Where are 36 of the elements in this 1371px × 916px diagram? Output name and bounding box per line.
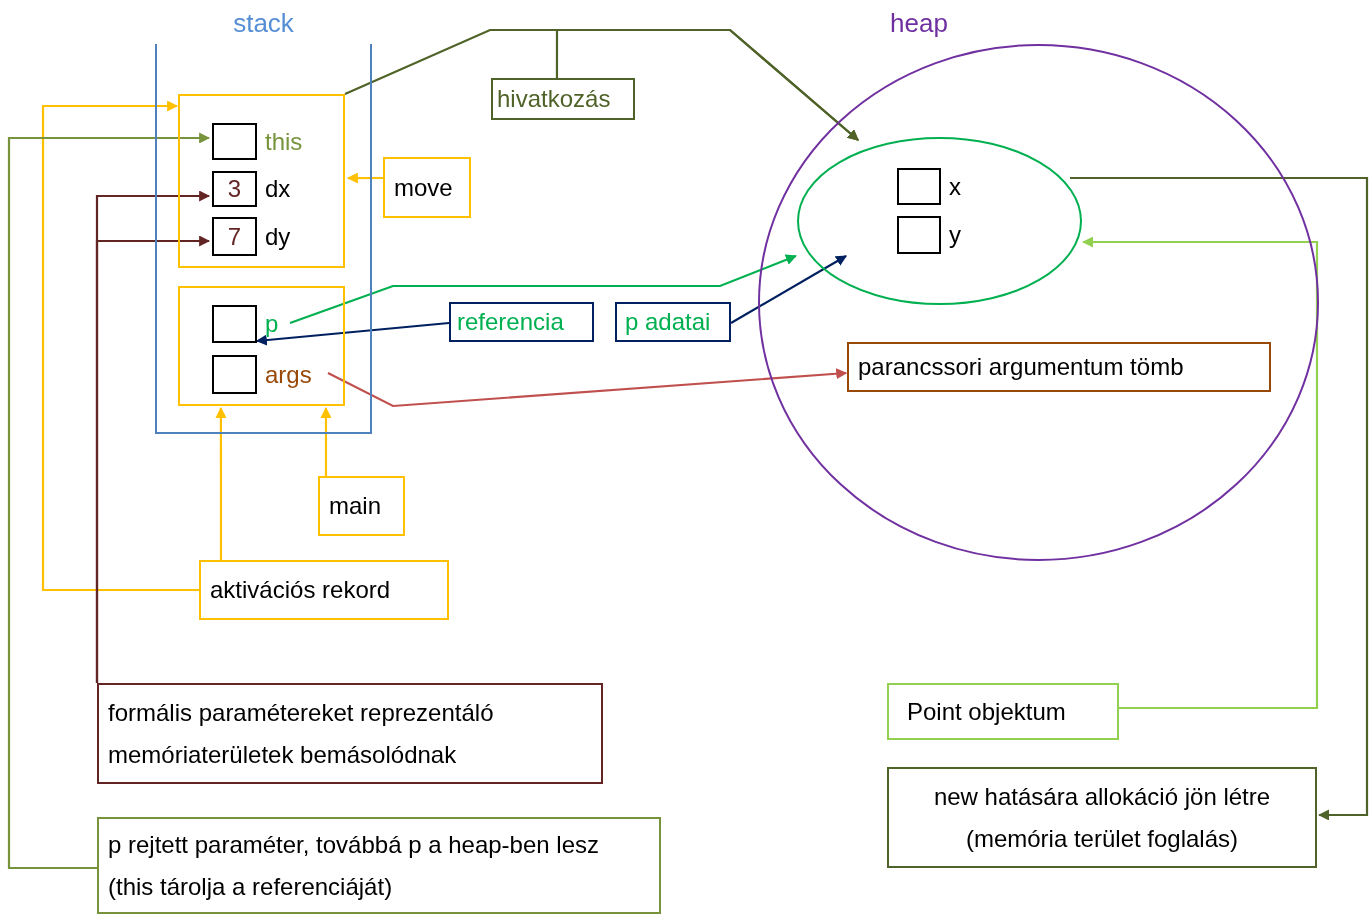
arrow [1082,236,1319,710]
text-box: aktivációs rekord [199,560,449,620]
stack-title: stack [232,8,295,40]
arrow [346,172,383,184]
text-box: p rejtett paraméter, továbbá p a heap-ben lesz (this tárolja a referenciáját) [97,817,661,914]
arrow [215,406,227,560]
arrow [1070,176,1369,821]
arrow [7,132,211,870]
text-box: referencia [449,302,594,342]
arrow [327,368,848,408]
text-box: new hatására allokáció jön létre (memória terület foglalás) [887,767,1317,868]
variable-name: dx [265,177,291,201]
text-box: p adatai [615,302,731,342]
text-box: Point objektum [887,683,1119,740]
cell-value: 7 [227,222,242,251]
arrow [255,321,450,346]
variable-name: args [265,362,312,387]
variable-name: y [949,223,961,247]
text-box: formális paramétereket reprezentáló memóriaterületek bemásolódnak [97,683,603,784]
arrow [320,406,332,476]
activation-record-frame [178,94,345,268]
text-box: move [383,157,471,218]
activation-record-frame [178,286,345,406]
arrow [41,100,199,592]
variable-name: x [949,174,961,199]
cell-value: 3 [227,175,242,203]
text-box: main [318,476,405,536]
variable-name: dy [265,224,291,249]
variable-name: p [265,312,279,336]
arrow [555,28,859,141]
text-box: parancssori argumentum tömb [847,342,1271,392]
variable-name: this [265,129,303,154]
arrow [730,255,847,324]
heap-title: heap [890,8,948,40]
arrow [289,254,797,325]
text-box: hivatkozás [491,78,635,120]
